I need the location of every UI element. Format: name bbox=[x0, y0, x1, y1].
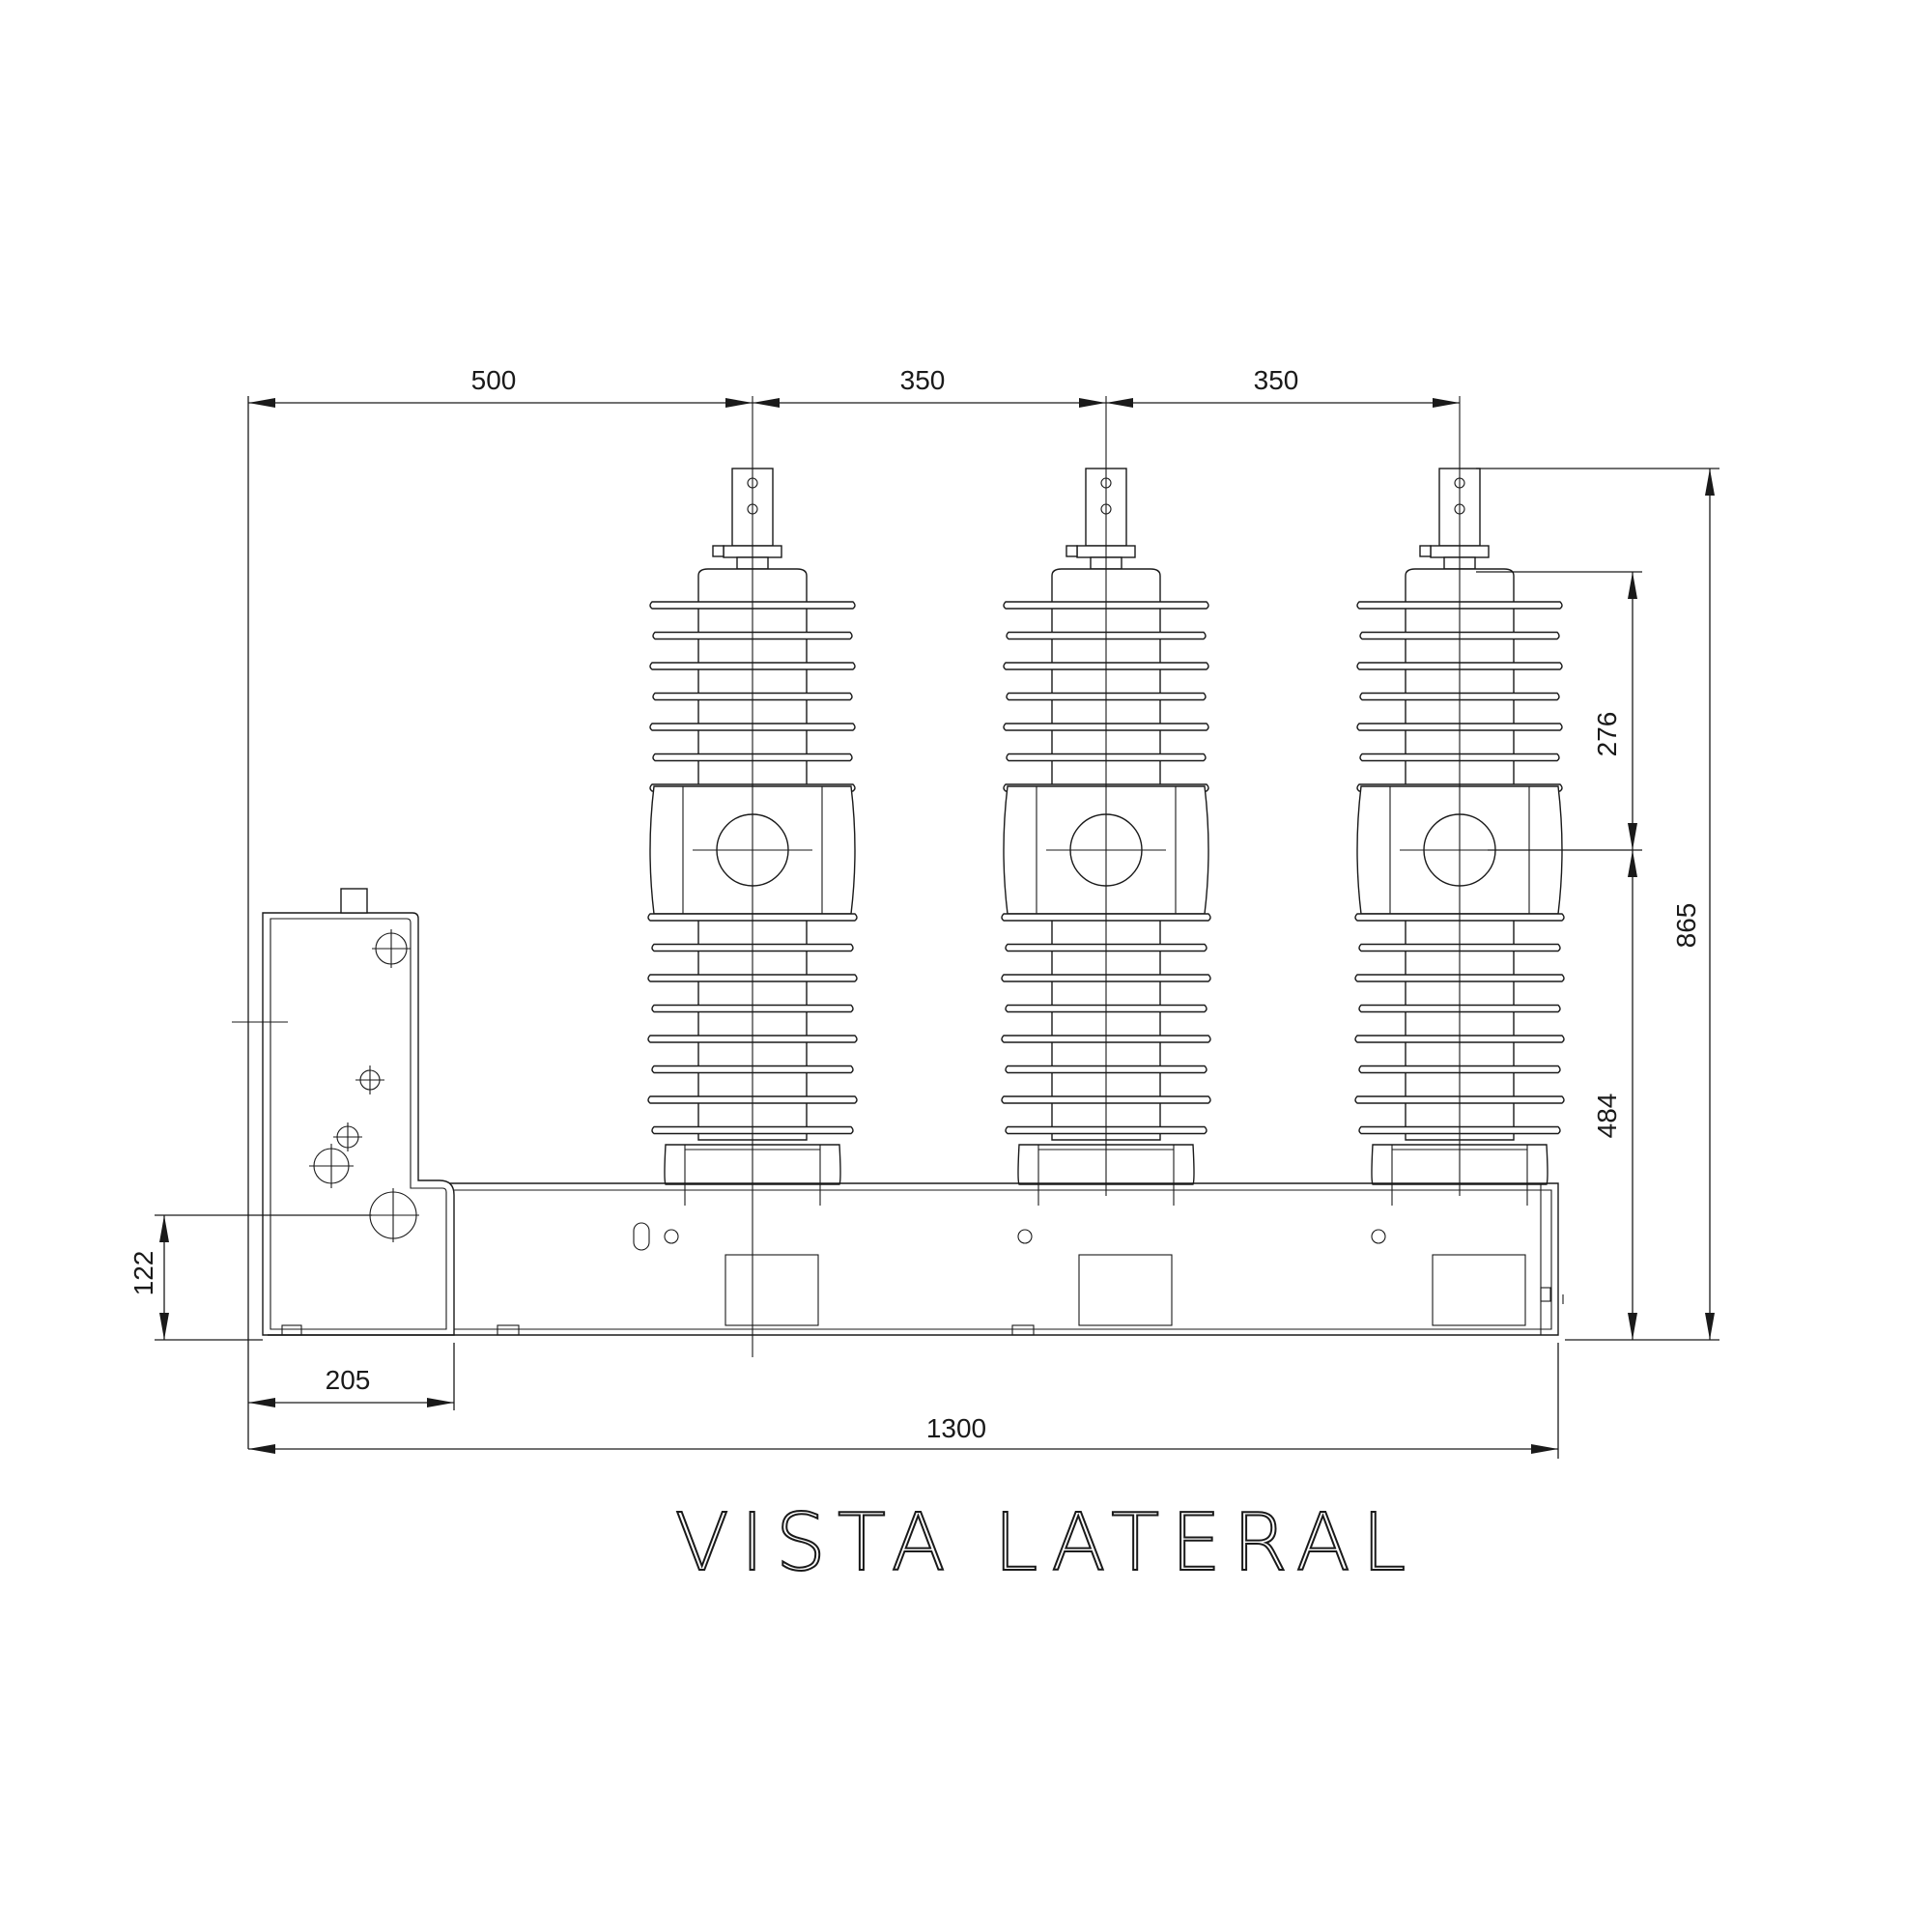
base-hole-2 bbox=[1017, 1229, 1033, 1244]
dimension-arrow bbox=[248, 1444, 275, 1454]
dim-top-middle: 350 bbox=[900, 365, 946, 395]
dimension-arrow bbox=[1433, 398, 1460, 408]
dim-height-lower: 484 bbox=[1592, 1094, 1622, 1139]
dim-height-upper: 276 bbox=[1592, 712, 1622, 757]
base-hole-1 bbox=[664, 1229, 679, 1244]
dimension-arrow bbox=[1705, 469, 1715, 496]
dimension-arrow bbox=[1079, 398, 1106, 408]
dim-base-height: 122 bbox=[128, 1251, 158, 1296]
dimension-lines bbox=[155, 396, 1719, 1459]
dimension-arrow bbox=[753, 398, 780, 408]
base-hole-3 bbox=[1371, 1229, 1386, 1244]
dimension-arrow bbox=[159, 1313, 169, 1340]
drawing-title: VISTA LATERAL bbox=[675, 1497, 1418, 1589]
dim-height-total: 865 bbox=[1671, 903, 1701, 949]
base-window-1 bbox=[724, 1254, 819, 1326]
control-box bbox=[232, 888, 455, 1336]
dimension-arrow bbox=[1106, 398, 1133, 408]
base-window-2 bbox=[1078, 1254, 1173, 1326]
box-top-knob bbox=[340, 888, 368, 914]
dimension-arrow bbox=[1628, 850, 1637, 877]
dimension-arrow bbox=[725, 398, 753, 408]
dimension-arrow bbox=[1628, 1313, 1637, 1340]
base-window-3 bbox=[1432, 1254, 1526, 1326]
dimension-arrow bbox=[427, 1398, 454, 1407]
base-frame bbox=[268, 1182, 1564, 1336]
dim-total-width: 1300 bbox=[926, 1413, 986, 1443]
dimension-arrow bbox=[159, 1215, 169, 1242]
dim-top-left: 500 bbox=[471, 365, 517, 395]
slot-hole bbox=[633, 1222, 650, 1251]
dim-box-width: 205 bbox=[326, 1365, 371, 1395]
dimension-arrow bbox=[1705, 1313, 1715, 1340]
dimension-arrow bbox=[248, 1398, 275, 1407]
dimension-arrow bbox=[1531, 1444, 1558, 1454]
dimension-arrow bbox=[248, 398, 275, 408]
dimension-arrows bbox=[159, 398, 1715, 1454]
dimension-arrow bbox=[1628, 572, 1637, 599]
dimension-arrow bbox=[1628, 823, 1637, 850]
dim-top-right: 350 bbox=[1254, 365, 1299, 395]
